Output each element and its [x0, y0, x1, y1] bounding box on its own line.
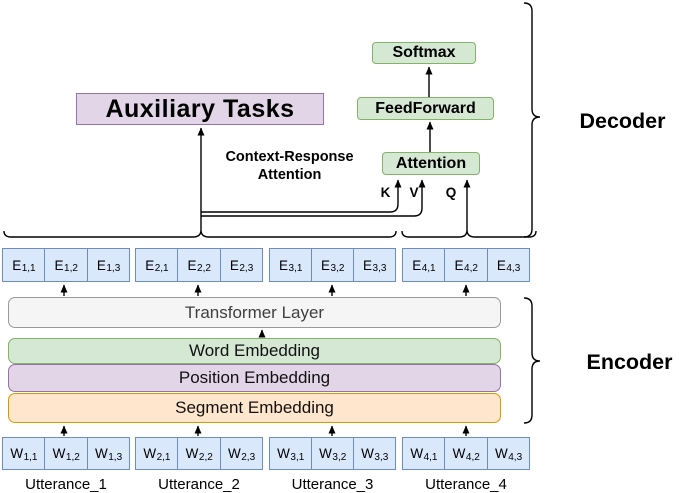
wire-k-input	[201, 179, 402, 213]
utterance-label-1: Utterance_1	[25, 476, 107, 493]
context-response-line1: Context-Response	[225, 149, 354, 165]
attention-box: Attention	[382, 152, 480, 175]
encoder-brace	[523, 297, 541, 424]
context-response-attention-label: Context-Response Attention	[213, 149, 366, 184]
utterance-label-3: Utterance_3	[291, 476, 374, 493]
q-label: Q	[445, 185, 457, 200]
transformer-layer-box: Transformer Layer	[8, 297, 501, 328]
softmax-box: Softmax	[372, 42, 476, 64]
context-response-line2: Attention	[257, 166, 322, 183]
utterance-label-2: Utterance_2	[158, 476, 240, 493]
decoder-label: Decoder	[579, 109, 666, 133]
encoder-label: Encoder	[586, 350, 673, 374]
k-label: K	[380, 185, 391, 200]
context-brace	[3, 229, 397, 238]
word-embedding-box: Word Embedding	[8, 338, 501, 364]
feedforward-box: FeedForward	[357, 97, 494, 120]
decoder-brace	[523, 2, 541, 238]
utterance-label-4: Utterance_4	[425, 476, 507, 493]
position-embedding-box: Position Embedding	[8, 364, 501, 392]
response-brace	[401, 229, 537, 238]
auxiliary-tasks-box: Auxiliary Tasks	[76, 93, 324, 125]
v-label: V	[409, 185, 419, 200]
segment-embedding-box: Segment Embedding	[8, 393, 501, 423]
